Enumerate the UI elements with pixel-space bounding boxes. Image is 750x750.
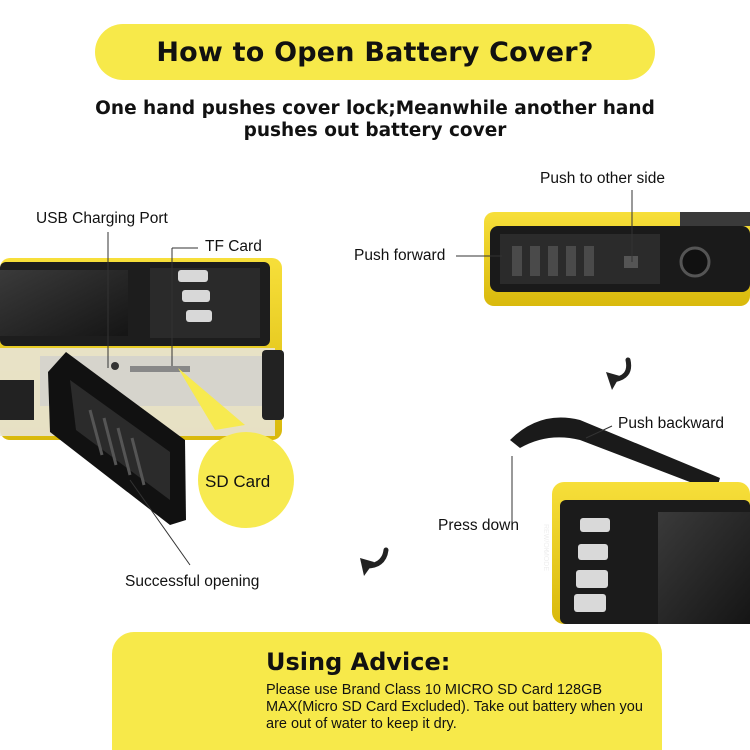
title-banner: How to Open Battery Cover? [95,24,655,80]
advice-body: Please use Brand Class 10 MICRO SD Card … [266,682,643,732]
top-right-camera [484,212,750,306]
subtitle: One hand pushes cover lock;Meanwhile ano… [95,98,655,141]
curved-arrow-icon-head [606,372,620,390]
successful-opening-label: Successful opening [125,573,260,590]
press-down-label: Press down [438,517,519,534]
sd-card-label: SD Card [205,472,271,491]
tf-card-label: TF Card [205,238,262,255]
bottom-right-camera: REW/OK MODE [510,417,750,624]
curved-arrow-icon-head [360,558,374,576]
push-forward-label: Push forward [354,247,446,264]
left-battery-cover [48,352,186,525]
advice-heading: Using Advice: [266,648,451,676]
rewind-button-label: REW/OK [542,524,549,553]
push-other-side-label: Push to other side [540,170,665,187]
using-advice-panel [112,632,662,750]
push-backward-label: Push backward [618,415,724,432]
usb-charging-port-label: USB Charging Port [36,210,168,227]
page-title: How to Open Battery Cover? [156,36,594,68]
sd-card-bubble [178,368,294,528]
left-camera [0,258,284,440]
mode-button-label: MODE [542,550,549,571]
